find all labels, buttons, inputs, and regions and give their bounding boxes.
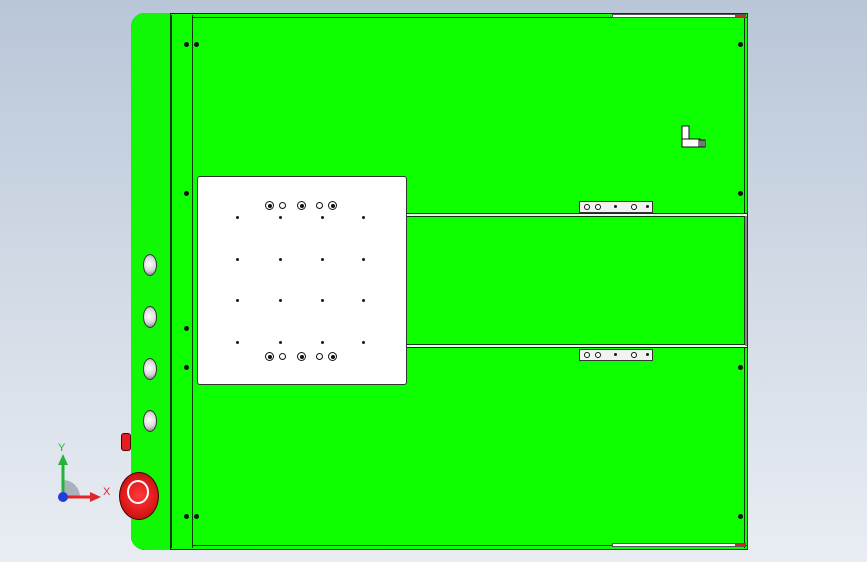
bottom-edge-line <box>193 545 748 546</box>
plate-hole <box>362 258 365 261</box>
x-axis-label: X <box>103 486 111 498</box>
right-edge-line <box>744 15 745 548</box>
plate-hole <box>279 216 282 219</box>
plate-bolt <box>297 352 306 361</box>
screw <box>184 514 189 519</box>
side-connector-3[interactable] <box>143 358 157 380</box>
screw <box>738 42 743 47</box>
screw <box>184 42 189 47</box>
screw <box>184 191 189 196</box>
rail-end-stop <box>745 216 747 346</box>
screw <box>738 514 743 519</box>
plate-hole <box>362 216 365 219</box>
top-end-cap <box>612 14 746 18</box>
plate-bolt <box>297 201 306 210</box>
plate-bolt <box>316 353 323 360</box>
plate-bolt <box>279 202 286 209</box>
plate-hole <box>279 258 282 261</box>
bracket-hole <box>646 205 649 208</box>
bottom-end-cap <box>612 543 746 547</box>
bracket-hole <box>614 205 617 208</box>
plate-hole <box>236 258 239 261</box>
plate-hole <box>362 299 365 302</box>
slide-plate[interactable] <box>197 176 407 385</box>
side-connector-1[interactable] <box>143 254 157 276</box>
bracket-hole <box>595 352 601 358</box>
emergency-stop-ring <box>127 480 149 504</box>
elbow-fitting-icon[interactable] <box>679 125 709 155</box>
plate-bolt <box>265 201 274 210</box>
y-axis-label: Y <box>58 442 66 454</box>
bracket-hole <box>631 352 637 358</box>
plate-bolt <box>328 201 337 210</box>
triad-graphic <box>58 454 101 502</box>
bracket-hole <box>631 204 637 210</box>
bracket-hole <box>595 204 601 210</box>
plate-hole <box>321 299 324 302</box>
rail-lower <box>407 344 747 348</box>
plate-hole <box>279 299 282 302</box>
plate-hole <box>321 258 324 261</box>
screw <box>194 42 199 47</box>
bracket-hole <box>584 204 590 210</box>
rail-upper <box>407 213 747 217</box>
plate-bolt <box>328 352 337 361</box>
plate-hole <box>321 216 324 219</box>
plate-hole <box>236 216 239 219</box>
bracket-hole <box>646 353 649 356</box>
left-control-housing[interactable] <box>131 13 171 550</box>
bracket-hole <box>614 353 617 356</box>
screw <box>738 365 743 370</box>
screw <box>194 514 199 519</box>
left-side-strip <box>171 15 193 548</box>
plate-bolt <box>265 352 274 361</box>
plate-bolt <box>316 202 323 209</box>
plate-hole <box>321 341 324 344</box>
screw <box>738 191 743 196</box>
screw <box>184 365 189 370</box>
coordinate-triad-icon[interactable]: Y X <box>50 440 120 510</box>
bracket-hole <box>584 352 590 358</box>
plate-hole <box>279 341 282 344</box>
top-edge-line <box>193 17 748 18</box>
plate-hole <box>236 299 239 302</box>
side-connector-4[interactable] <box>143 410 157 432</box>
side-connector-2[interactable] <box>143 306 157 328</box>
plate-hole <box>236 341 239 344</box>
plate-bolt <box>279 353 286 360</box>
screw <box>184 326 189 331</box>
plate-hole <box>362 341 365 344</box>
reset-button[interactable] <box>121 433 131 451</box>
